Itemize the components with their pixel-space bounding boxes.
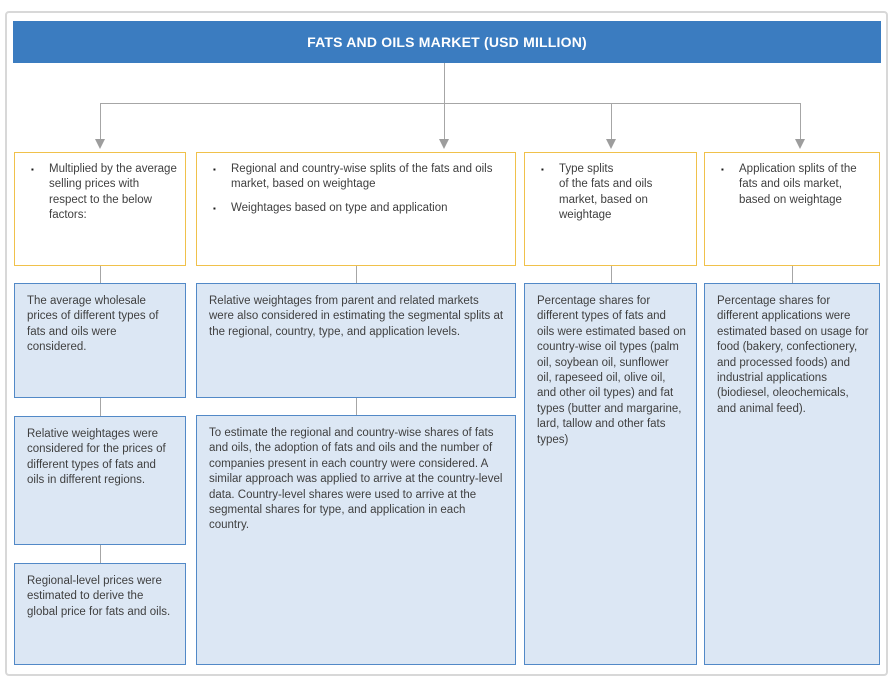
- top-box-regional-splits: ▪ Regional and country-wise splits of th…: [196, 152, 516, 266]
- detail-box-relative-weightages-prices: Relative weightages were considered for …: [14, 416, 186, 545]
- diagram-header: FATS AND OILS MARKET (USD MILLION): [13, 21, 881, 63]
- detail-box-application-percentage-shares: Percentage shares for different applicat…: [704, 283, 880, 665]
- connector-drop-4: [800, 103, 801, 139]
- box-text: Relative weightages were considered for …: [27, 428, 166, 487]
- bullet-item: ▪ Regional and country-wise splits of th…: [203, 162, 507, 193]
- top-box-pricing: ▪ Multiplied by the average selling pric…: [14, 152, 186, 266]
- connector-col4-top: [792, 266, 793, 283]
- box-text: The average wholesale prices of differen…: [27, 295, 159, 354]
- connector-col1-top: [100, 266, 101, 283]
- detail-box-parent-markets: Relative weightages from parent and rela…: [196, 283, 516, 398]
- arrow-down-icon: [439, 139, 449, 149]
- square-bullet-icon: ▪: [213, 165, 216, 174]
- bullet-text: Weightages based on type and application: [231, 201, 448, 214]
- top-box-application-splits: ▪ Application splits of the fats and oil…: [704, 152, 880, 266]
- box-text: Percentage shares for different applicat…: [717, 295, 869, 415]
- arrow-down-icon: [95, 139, 105, 149]
- box-text: Percentage shares for different types of…: [537, 295, 686, 446]
- bullet-text: Multiplied by the average selling prices…: [49, 163, 177, 221]
- connector-col2-top: [356, 266, 357, 283]
- square-bullet-icon: ▪: [541, 165, 544, 174]
- square-bullet-icon: ▪: [213, 203, 216, 213]
- connector-drop-3: [611, 103, 612, 139]
- connector-col2-mid: [356, 398, 357, 415]
- bullet-text: Type splits of the fats and oils market,…: [559, 163, 653, 221]
- arrow-down-icon: [606, 139, 616, 149]
- page-title: FATS AND OILS MARKET (USD MILLION): [307, 34, 587, 50]
- detail-box-regional-prices: Regional-level prices were estimated to …: [14, 563, 186, 665]
- bullet-item: ▪ Multiplied by the average selling pric…: [21, 162, 177, 223]
- connector-col3-top: [611, 266, 612, 283]
- square-bullet-icon: ▪: [31, 165, 34, 174]
- connector-horizontal-rail: [100, 103, 800, 104]
- box-text: Regional-level prices were estimated to …: [27, 575, 171, 618]
- connector-col1-mid2: [100, 545, 101, 563]
- bullet-text: Application splits of the fats and oils …: [739, 163, 857, 206]
- bullet-text: Regional and country-wise splits of the …: [231, 163, 493, 191]
- detail-box-country-shares: To estimate the regional and country-wis…: [196, 415, 516, 665]
- box-text: Relative weightages from parent and rela…: [209, 295, 504, 338]
- connector-header-stem: [444, 63, 445, 103]
- connector-col1-mid1: [100, 398, 101, 416]
- connector-drop-2: [444, 103, 445, 139]
- detail-box-type-percentage-shares: Percentage shares for different types of…: [524, 283, 697, 665]
- detail-box-wholesale-prices: The average wholesale prices of differen…: [14, 283, 186, 398]
- bullet-item: ▪ Application splits of the fats and oil…: [711, 162, 871, 208]
- box-text: To estimate the regional and country-wis…: [209, 427, 503, 532]
- bullet-item: ▪ Type splits of the fats and oils marke…: [531, 162, 688, 223]
- arrow-down-icon: [795, 139, 805, 149]
- top-box-type-splits: ▪ Type splits of the fats and oils marke…: [524, 152, 697, 266]
- bullet-item: ▪ Weightages based on type and applicati…: [203, 201, 507, 216]
- square-bullet-icon: ▪: [721, 165, 724, 174]
- connector-drop-1: [100, 103, 101, 139]
